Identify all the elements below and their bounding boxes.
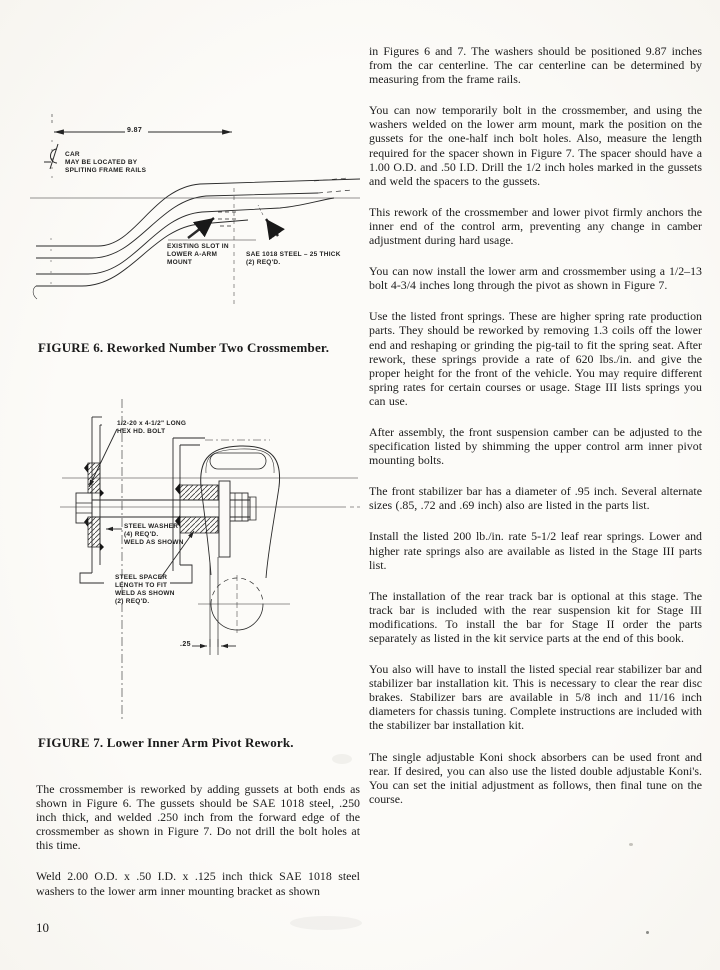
body-paragraph: You can now temporarily bolt in the cros… (369, 103, 702, 188)
fig6-dimension-label: 9.87 (127, 127, 143, 134)
body-paragraph: The crossmember is reworked by adding gu… (36, 782, 360, 853)
fig6-centerline-note: CAR MAY BE LOCATED BY SPLITING FRAME RAI… (65, 151, 147, 174)
figure7-linework (60, 399, 360, 719)
figure7-caption: FIGURE 7. Lower Inner Arm Pivot Rework. (38, 735, 294, 750)
figure7-drawing: 1/2-20 x 4-1/2" LONG HEX HD. BOLT STEEL … (60, 393, 360, 725)
fig6-slot-label: EXISTING SLOT IN LOWER A-ARM MOUNT (167, 243, 229, 266)
body-paragraph: Weld 2.00 O.D. x .50 I.D. x .125 inch th… (36, 869, 360, 898)
body-paragraph: This rework of the crossmember and lower… (369, 204, 702, 248)
body-paragraph: The single adjustable Koni shock absorbe… (369, 749, 702, 806)
body-paragraph: The installation of the rear track bar i… (369, 588, 702, 645)
fig7-bolt-label: 1/2-20 x 4-1/2" LONG HEX HD. BOLT (117, 420, 187, 435)
fig7-thickness-dimension: .25 (180, 641, 191, 648)
scan-smudge (332, 754, 352, 764)
figure6-drawing: 9.87 CAR MAY BE LOCATED BY SPLITING FRAM… (30, 88, 360, 338)
body-paragraph: After assembly, the front suspension cam… (369, 424, 702, 468)
body-paragraph: Use the listed front springs. These are … (369, 309, 702, 408)
figure6-caption: FIGURE 6. Reworked Number Two Crossmembe… (38, 340, 330, 355)
right-column-text: in Figures 6 and 7. The washers should b… (369, 44, 702, 823)
fig7-washer-label: STEEL WASHER (4) REQ'D. WELD AS SHOWN (124, 523, 184, 546)
body-paragraph: You also will have to install the listed… (369, 662, 702, 733)
left-column-text: The crossmember is reworked by adding gu… (36, 782, 360, 915)
body-paragraph: You can now install the lower arm and cr… (369, 264, 702, 293)
fig6-material-label: SAE 1018 STEEL – 25 THICK (2) REQ'D. (246, 251, 341, 266)
figure6-linework (30, 114, 360, 306)
body-paragraph: in Figures 6 and 7. The washers should b… (369, 44, 702, 87)
page-number: 10 (36, 920, 49, 935)
scan-speck (646, 931, 649, 934)
body-paragraph: The front stabilizer bar has a diameter … (369, 484, 702, 513)
body-paragraph: Install the listed 200 lb./in. rate 5-1/… (369, 529, 702, 572)
scan-speck (629, 843, 633, 846)
scan-smudge (290, 916, 362, 930)
fig7-spacer-label: STEEL SPACER LENGTH TO FIT WELD AS SHOWN… (115, 574, 175, 605)
